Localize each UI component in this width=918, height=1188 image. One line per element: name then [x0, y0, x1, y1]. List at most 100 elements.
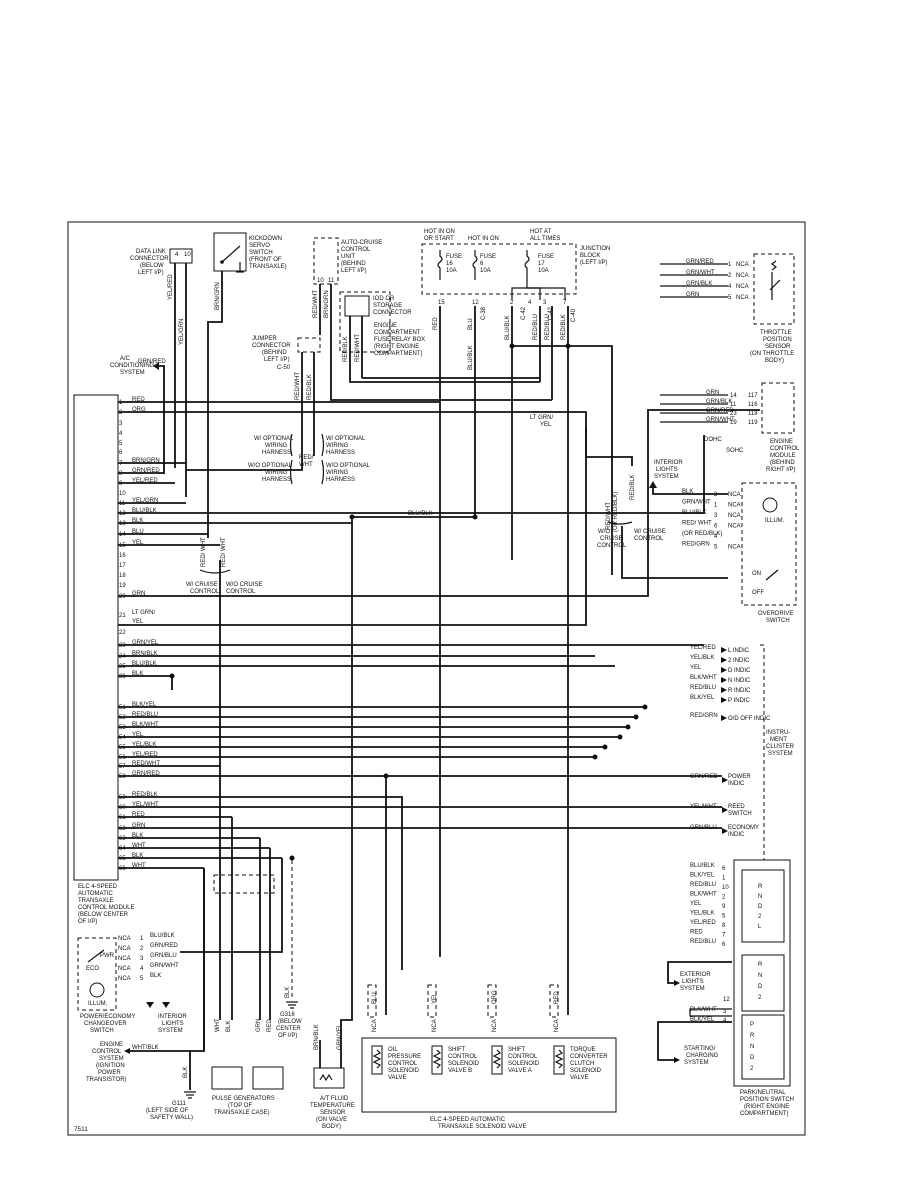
- pin-number: 6: [722, 866, 726, 872]
- pulse-wire-2: BLK: [226, 1021, 232, 1032]
- ecm-pin-number: 23: [119, 643, 126, 649]
- ecm-pin-number: 24: [119, 654, 126, 660]
- cruise-mid-wire-2: RED/ WHT: [221, 537, 227, 567]
- hot-label-3a: HOT AT: [530, 229, 551, 235]
- fuse-conn-1: C-38: [481, 306, 487, 320]
- ecm-pin-number: 5: [119, 441, 123, 447]
- ecm-pin-number: 21: [119, 613, 126, 619]
- ecm2-label-1: ENGINE: [770, 439, 793, 445]
- engine-box-label-2: COMPARTMENT: [374, 330, 421, 336]
- pnp-label-2: POSITION SWITCH: [740, 1097, 794, 1103]
- fuse3-l3: 10A: [538, 268, 549, 274]
- ecm-pin-number: 54: [119, 735, 126, 741]
- terminal-label: 118: [748, 411, 758, 417]
- ecm-pin-number: 63: [119, 836, 126, 842]
- ecm-wire-color: YEL: [132, 619, 144, 625]
- ecm-wire-color: BLK/WHT: [132, 722, 159, 728]
- economy-wire: GRN/BLU: [690, 825, 717, 831]
- cluster-indicator: L INDIC: [728, 648, 750, 654]
- ecm-wire-color: GRN: [132, 591, 145, 597]
- ecm-pin-number: 20: [119, 594, 126, 600]
- wire-color: YEL/RED: [690, 920, 716, 926]
- tps-box: [753, 253, 795, 325]
- terminal-label: 119: [748, 420, 758, 426]
- fuse-pin-2: 2: [510, 300, 514, 306]
- junction-label-3: (LEFT I/P): [580, 260, 608, 266]
- solenoid-label: SOLENOID: [448, 1061, 480, 1067]
- pe-wire: GRN/WHT: [150, 963, 179, 969]
- ecm-pin-number: 62: [119, 826, 126, 832]
- ecm-wire-color: BLK: [132, 671, 143, 677]
- atf-3: SENSOR: [320, 1110, 346, 1116]
- pnp-letter: L: [758, 924, 762, 930]
- pe-label-3: SWITCH: [90, 1028, 114, 1034]
- pnp-pin-3: 3: [723, 1009, 727, 1015]
- pe-wire: GRN/RED: [150, 943, 178, 949]
- wire-color: GRN/BLK: [706, 399, 732, 405]
- pe-label-1: POWER/ECONOMY: [80, 1014, 135, 1020]
- pin-number: 1: [714, 503, 718, 509]
- ecm-pin-number: 61: [119, 815, 126, 821]
- reed-2: SWITCH: [728, 811, 752, 817]
- ecm-title-line: (BELOW CENTER: [78, 912, 129, 918]
- pnp-label-3: (RIGHT ENGINE: [744, 1104, 789, 1110]
- cruise-mid-right-1: W/O CRUISE: [226, 582, 262, 588]
- data-link-connector: 4 10 DATA LINK CONNECTOR (BELOW LEFT I/P…: [130, 248, 193, 497]
- pulse-gen-1: [211, 1066, 243, 1090]
- ecm-pin-number: 8: [119, 471, 123, 477]
- pe-wire: BLU/BLK: [150, 933, 175, 939]
- solenoid-nca: NCA: [554, 1019, 560, 1032]
- pin-number: 6: [722, 942, 726, 948]
- solenoid-label: TORQUE: [570, 1047, 596, 1053]
- pin-number: 10: [722, 885, 729, 891]
- interior-1: INTERIOR: [654, 460, 683, 466]
- wire-color: BLK/YEL: [690, 873, 715, 879]
- solenoid-label: VALVE B: [448, 1068, 472, 1074]
- cruise-left-3: CONTROL: [597, 543, 627, 549]
- kickdown-wire: BRN/GRN: [215, 282, 221, 310]
- ecm-pin-number: 7: [119, 461, 123, 467]
- cluster-4: SYSTEM: [768, 751, 793, 757]
- pin-number: 9: [722, 904, 726, 910]
- jumper-label-4: LEFT I/P): [264, 357, 290, 363]
- solenoid-box: [361, 1037, 617, 1113]
- solenoid-label: PRESSURE: [388, 1054, 421, 1060]
- wire-color: GRN/WHT: [682, 500, 711, 506]
- pin-number: 5: [722, 914, 726, 920]
- iod-connector: [344, 295, 370, 317]
- pnp-letter: N: [758, 894, 762, 900]
- dohc-label: DOHC: [704, 437, 722, 443]
- ecs-6: TRANSISTOR): [86, 1077, 127, 1083]
- acu-label-1: AUTO-CRUISE: [341, 240, 382, 246]
- cruise-left-1: W/O: [598, 529, 610, 535]
- pulse-generators: WHT BLK GRN RED PULSE GENERATORS (TOP OF…: [211, 874, 284, 1116]
- ecm-pin-number: 14: [119, 532, 126, 538]
- ecm-pin-number: 16: [119, 553, 126, 559]
- opt-label-9: HARNESS: [326, 450, 355, 456]
- reed-wire: YEL/WHT: [690, 804, 717, 810]
- fuse2-l3: 10A: [480, 268, 491, 274]
- pe-illum-icon: [89, 982, 105, 998]
- reed-1: REED: [728, 804, 745, 810]
- solenoid-label: SOLENOID: [508, 1061, 540, 1067]
- economy-1: ECONOMY: [728, 825, 759, 831]
- ecm-pin-number: 65: [119, 856, 126, 862]
- ecm-wire-color: BLU: [132, 529, 144, 535]
- fuse-wire-3: BLU/BLK: [505, 315, 511, 340]
- pe-pin: 3: [140, 956, 144, 962]
- dlc-label-3: (BELOW: [140, 263, 164, 269]
- pe-pin: 1: [140, 936, 144, 942]
- opt-label-2: WIRING: [265, 443, 288, 449]
- tps-label-4: (ON THROTTLE: [750, 351, 794, 357]
- pulse-wire-1: WHT: [215, 1018, 221, 1032]
- cluster-indicator: D INDIC: [728, 668, 751, 674]
- solenoid-nca: NCA: [492, 1019, 498, 1032]
- jumper-wire-1: RED/WHT: [295, 372, 301, 400]
- economy-2: INDIC: [728, 832, 745, 838]
- terminal-label: NCA: [736, 262, 749, 268]
- od-switch-1: OVERDRIVE: [758, 611, 793, 617]
- cruise-mid-left-2: CONTROL: [190, 589, 220, 595]
- cluster-wire: RED/GRN: [690, 713, 718, 719]
- engine-box-label-5: COMPARTMENT): [374, 351, 422, 357]
- cluster-wire: RED/BLU: [690, 685, 716, 691]
